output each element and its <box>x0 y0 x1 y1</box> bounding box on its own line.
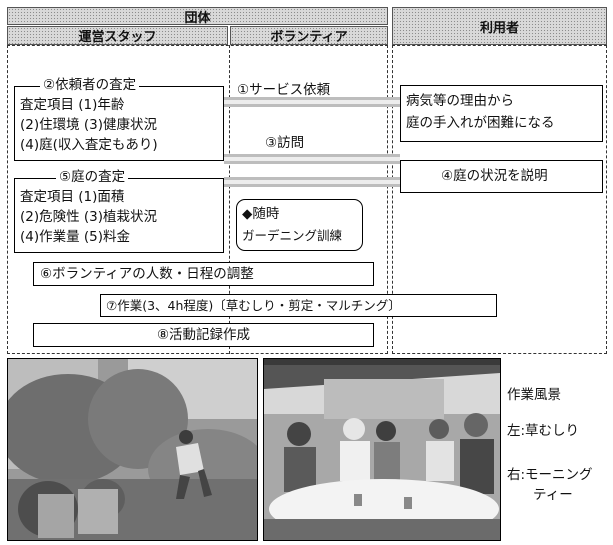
step2-line-1: 査定項目 (1)年齢 <box>20 97 125 113</box>
user-reason-line-1: 病気等の理由から <box>406 93 514 109</box>
caption-title: 作業風景 <box>507 387 561 403</box>
step1-label: ①サービス依頼 <box>237 82 331 98</box>
user-reason-box <box>400 85 603 142</box>
step5-line-3: (4)作業量 (5)料金 <box>20 229 131 245</box>
group-header-label: 団体 <box>184 10 211 26</box>
step3-label: ③訪問 <box>265 135 305 151</box>
arrow-visit <box>224 154 400 164</box>
staff-header: 運営スタッフ <box>7 26 228 45</box>
user-column <box>392 45 607 354</box>
caption-left: 左:草むしり <box>507 423 580 439</box>
step7-label: ⑦作業(3、4h程度)〔草むしり・剪定・マルチング〕 <box>106 298 401 313</box>
volunteer-header: ボランティア <box>230 26 388 45</box>
user-header-label: 利用者 <box>479 20 519 36</box>
morning-tea-photo <box>263 358 501 541</box>
training-line-2: ガーデニング訓練 <box>242 228 343 243</box>
training-box <box>236 199 363 251</box>
step2-line-2: (2)住環境 (3)健康状況 <box>20 117 158 133</box>
caption-right-line-2: ティー <box>533 487 573 503</box>
step8-label: ⑧活動記録作成 <box>156 327 251 343</box>
step7-box <box>100 294 497 317</box>
weeding-photo <box>7 358 258 541</box>
step2-box <box>14 86 224 161</box>
step2-line-3: (4)庭(収入査定もあり) <box>20 137 158 153</box>
group-header: 団体 <box>7 7 388 26</box>
step4-box <box>400 160 603 193</box>
volunteer-header-label: ボランティア <box>270 30 348 45</box>
weeding-photo-graphic <box>8 359 257 540</box>
step6-box <box>33 262 374 286</box>
training-line-1: ◆随時 <box>242 206 280 222</box>
step6-label: ⑥ボランティアの人数・日程の調整 <box>40 266 254 282</box>
step5-line-1: 査定項目 (1)面積 <box>20 189 125 205</box>
column-divider <box>229 45 230 354</box>
user-header: 利用者 <box>392 7 607 45</box>
step8-box <box>33 323 374 347</box>
arrow-request <box>224 97 400 107</box>
arrow-explain <box>224 177 400 187</box>
staff-header-label: 運営スタッフ <box>78 30 157 45</box>
step4-label: ④庭の状況を説明 <box>441 168 548 184</box>
user-reason-line-2: 庭の手入れが困難になる <box>406 115 555 131</box>
step5-line-2: (2)危険性 (3)植栽状況 <box>20 209 158 225</box>
step5-title: ⑤庭の査定 <box>56 168 129 187</box>
step2-title: ②依頼者の査定 <box>40 76 140 95</box>
morning-tea-photo-graphic <box>264 359 500 540</box>
group-column <box>7 45 388 354</box>
caption-right-line-1: 右:モーニング <box>507 467 593 483</box>
